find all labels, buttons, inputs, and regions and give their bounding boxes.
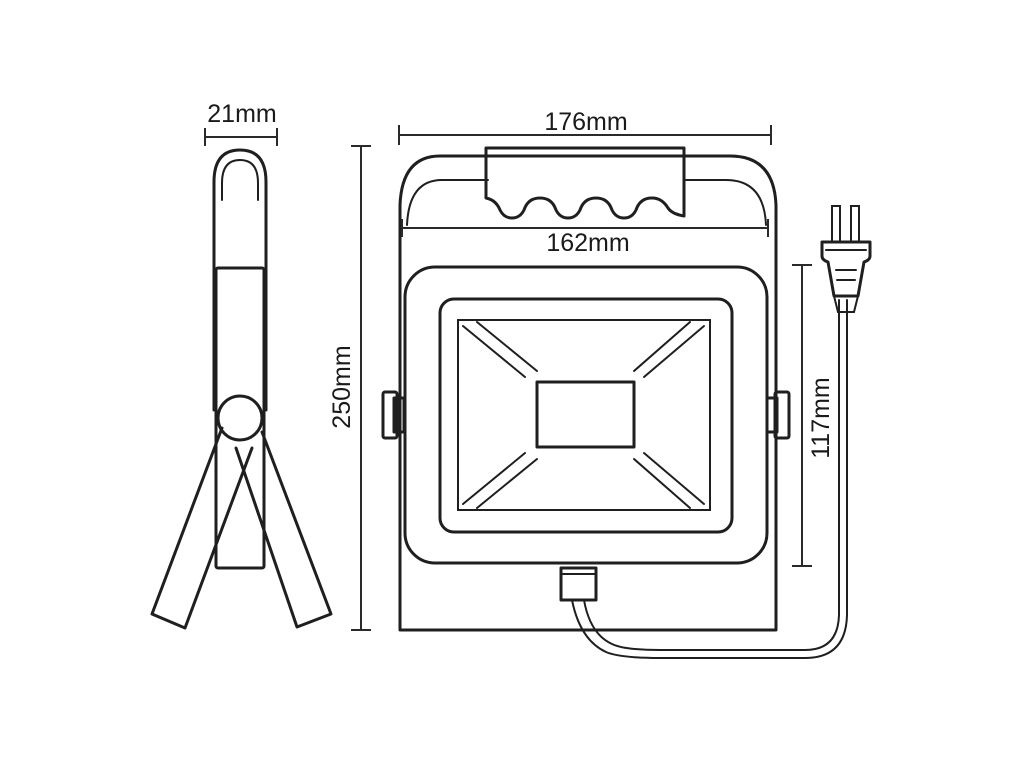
side-pivot-knob bbox=[216, 394, 264, 442]
label-lens-height: 117mm bbox=[807, 377, 835, 459]
dim-total-height: 250mm bbox=[328, 145, 371, 631]
top-handle bbox=[484, 146, 686, 220]
led-chip bbox=[535, 380, 636, 449]
lamp-body bbox=[403, 265, 769, 565]
pivot-knob-left bbox=[381, 390, 399, 440]
side-leg-right bbox=[234, 430, 333, 629]
plug-prong-right bbox=[850, 205, 860, 243]
dim-total-width: 176mm bbox=[398, 108, 772, 145]
label-side-width: 21mm bbox=[207, 100, 276, 128]
label-total-height: 250mm bbox=[328, 345, 356, 428]
dim-side-width: 21mm bbox=[204, 100, 278, 146]
plug-prong-left bbox=[831, 205, 841, 243]
side-housing bbox=[214, 266, 266, 570]
power-cable bbox=[571, 299, 848, 659]
dim-inner-width: 162mm bbox=[401, 219, 769, 257]
side-view: 21mm bbox=[150, 100, 333, 630]
label-inner-width: 162mm bbox=[546, 229, 629, 257]
lens-bezel bbox=[438, 297, 734, 534]
dim-lens-height: 117mm bbox=[792, 264, 835, 567]
front-view: 176mm 250mm 162mm bbox=[328, 108, 791, 632]
lens-glass bbox=[457, 319, 711, 511]
pivot-knob-right bbox=[773, 390, 791, 440]
reflector-lines bbox=[462, 321, 705, 509]
power-plug bbox=[820, 205, 872, 313]
label-total-width: 176mm bbox=[544, 108, 627, 136]
cable-gland bbox=[559, 566, 598, 602]
side-handle-loop bbox=[212, 148, 268, 412]
side-leg-left bbox=[150, 426, 254, 630]
